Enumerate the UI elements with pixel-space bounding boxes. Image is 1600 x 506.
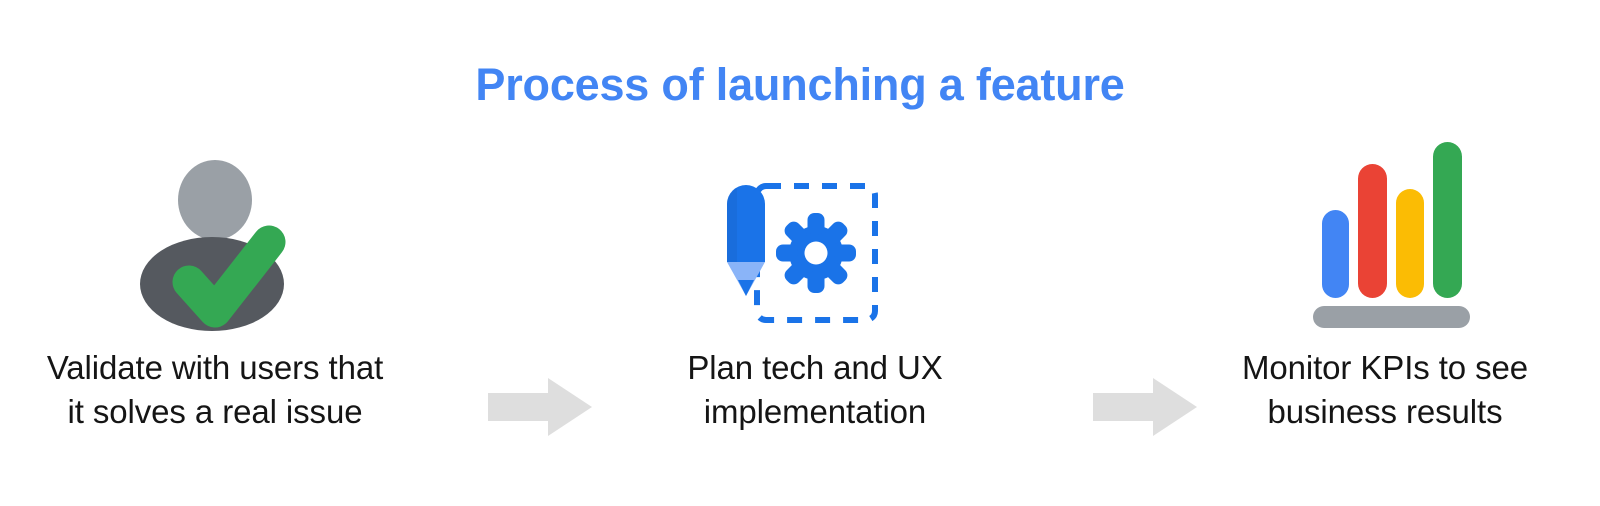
caption-monitor: Monitor KPIs to see business results (1170, 346, 1600, 434)
step-validate (65, 150, 365, 331)
bar-red-shape (1358, 164, 1387, 298)
caption-plan: Plan tech and UX implementation (600, 346, 1030, 434)
arrow-shape (488, 378, 592, 436)
bar-yellow-shape (1396, 189, 1424, 298)
dashed-frame-shape (754, 183, 878, 323)
page-title: Process of launching a feature (475, 59, 1125, 110)
gear-shape (776, 213, 856, 293)
step-monitor (1235, 142, 1535, 330)
bar-chart-icon (1235, 142, 1535, 330)
step-plan (665, 150, 965, 330)
chart-baseline-shape (1313, 306, 1470, 328)
caption-line: implementation (703, 393, 927, 430)
arrow-shape (1093, 378, 1197, 436)
person-check-icon (65, 150, 365, 331)
pencil-body-highlight-shape (727, 188, 737, 262)
gear-hole-shape (804, 241, 828, 265)
caption-line: Validate with users that (46, 349, 384, 386)
check-mark-shape (172, 225, 286, 328)
process-flow (0, 142, 1600, 436)
bar-blue-shape (1322, 210, 1349, 298)
pencil-lead-shape (738, 280, 754, 296)
person-head-shape (178, 160, 252, 240)
caption-line: Monitor KPIs to see (1241, 349, 1529, 386)
arrow-right-icon-2 (1093, 378, 1197, 436)
caption-line: business results (1267, 393, 1503, 430)
caption-line: it solves a real issue (67, 393, 363, 430)
pencil-tip-shape (727, 262, 765, 296)
pencil-gear-icon (665, 150, 965, 330)
caption-validate: Validate with users that it solves a rea… (0, 346, 430, 434)
caption-line: Plan tech and UX (687, 349, 943, 386)
bar-green-shape (1433, 142, 1462, 298)
arrow-right-icon-1 (488, 378, 592, 436)
